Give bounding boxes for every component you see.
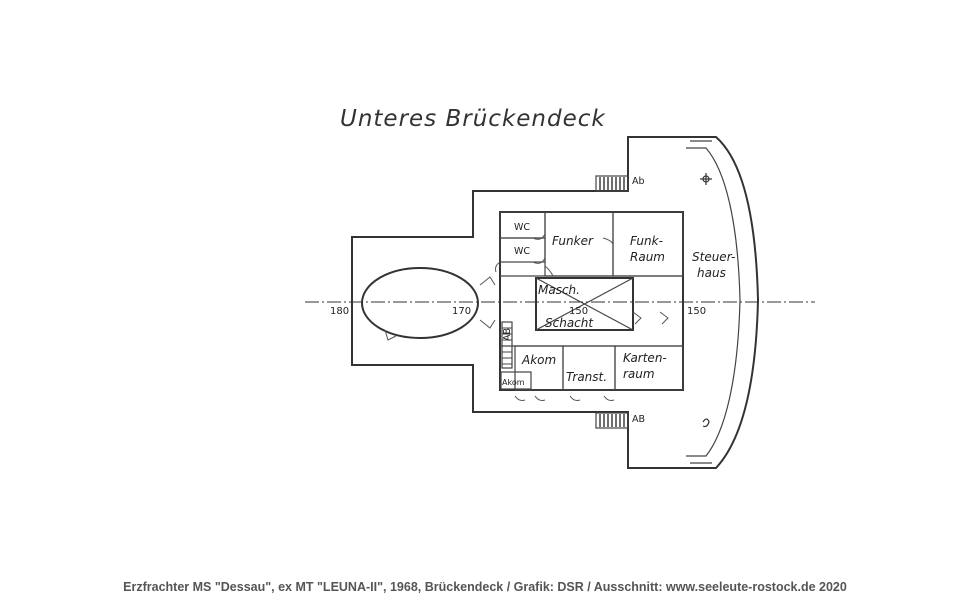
akom-small-room xyxy=(500,371,532,390)
funkraum-label-1: Funk- xyxy=(630,234,663,248)
engine-shaft xyxy=(535,277,634,331)
frame-170: 170 xyxy=(452,306,471,317)
akom-label: Akom xyxy=(521,353,556,367)
frame-160: 150 xyxy=(569,306,588,317)
bottom-stair-steps xyxy=(599,414,625,427)
side-stair xyxy=(501,321,513,369)
oval-door-left xyxy=(384,329,397,341)
wc-label-1: WC xyxy=(514,222,530,233)
bottom-stair xyxy=(595,412,629,429)
funnel-casing xyxy=(361,267,479,339)
top-stair xyxy=(595,175,629,192)
frame-180: 180 xyxy=(330,306,349,317)
top-stair-steps xyxy=(599,177,625,190)
funker-label: Funker xyxy=(552,234,594,248)
kartenraum-room xyxy=(614,345,684,391)
akom-small-label: Akom xyxy=(502,378,525,387)
image-caption: Erzfrachter MS "Dessau", ex MT "LEUNA-II… xyxy=(123,580,847,594)
top-stair-label: Ab xyxy=(632,176,645,187)
kartenraum-label-2: raum xyxy=(623,367,655,381)
engine-shaft-label-2: Schacht xyxy=(545,316,594,330)
frame-150: 150 xyxy=(687,306,706,317)
fixture-bottom xyxy=(702,418,710,428)
side-stair-label: AB xyxy=(502,328,513,341)
deck-title: Unteres Brückendeck xyxy=(340,106,606,132)
steuerhaus-label-2: haus xyxy=(697,266,726,280)
bridge-front-inner-line xyxy=(686,147,741,457)
railing-marks xyxy=(690,140,712,464)
funkraum-label-2: Raum xyxy=(630,250,665,264)
wc-label-2: WC xyxy=(514,246,530,257)
fixture-top xyxy=(700,173,712,185)
bottom-stair-label: AB xyxy=(632,414,645,425)
side-stair-steps xyxy=(502,327,512,365)
transf-label: Transt. xyxy=(566,370,607,384)
engine-shaft-label-1: Masch. xyxy=(538,283,580,297)
deck-outline xyxy=(351,136,760,469)
door-swings xyxy=(495,233,669,401)
oval-door-top xyxy=(479,276,496,286)
steuerhaus-label-1: Steuer- xyxy=(692,250,735,264)
kartenraum-label-1: Karten- xyxy=(623,351,667,365)
oval-door-bottom xyxy=(479,319,496,329)
engine-shaft-cross-2 xyxy=(535,277,634,331)
